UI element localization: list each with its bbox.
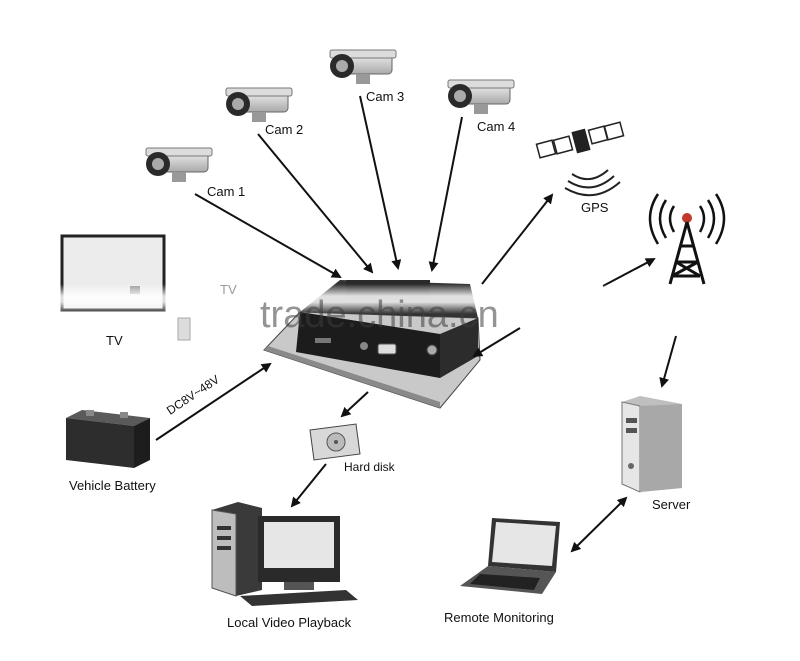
label-local-video-playback: Local Video Playback <box>227 615 352 630</box>
arrow-hard-disk-to-pc <box>290 463 327 508</box>
arrow-battery-to-dvr <box>155 362 272 441</box>
arrow-cam3-to-dvr <box>359 95 402 270</box>
camera-4-icon <box>447 79 515 114</box>
label-hard-disk: Hard disk <box>344 460 395 474</box>
arrow-dvr-to-gps <box>481 193 554 285</box>
gps-satellite-icon <box>535 121 625 197</box>
label-tv: TV <box>106 333 123 348</box>
label-cam-1: Cam 1 <box>207 184 246 199</box>
watermark-band <box>55 284 715 314</box>
camera-2-icon <box>225 87 293 122</box>
arrow-link-to-tower <box>602 258 656 287</box>
desktop-pc-icon <box>211 502 358 606</box>
arrow-tower-to-dvr <box>472 327 521 358</box>
arrow-server-laptop <box>570 496 628 553</box>
arrow-cam1-to-dvr <box>194 193 342 278</box>
label-remote-monitoring: Remote Monitoring <box>444 610 554 625</box>
arrow-dvr-to-hard-disk <box>340 391 369 418</box>
arrow-cam4-to-dvr <box>428 116 463 272</box>
label-cam-2: Cam 2 <box>265 122 304 137</box>
server-icon <box>621 396 682 493</box>
cell-tower-icon <box>648 193 726 285</box>
label-cam-3: Cam 3 <box>366 89 405 104</box>
label-cam-4: Cam 4 <box>477 119 516 134</box>
hard-disk-icon <box>309 423 361 461</box>
arrow-tower-to-server <box>659 335 677 388</box>
watermark-text: trade.china.cn <box>260 294 499 336</box>
label-gps: GPS <box>581 200 609 215</box>
label-vehicle-battery: Vehicle Battery <box>69 478 156 493</box>
arrow-cam2-to-dvr <box>257 133 374 274</box>
camera-1-icon <box>145 147 213 182</box>
label-server: Server <box>652 497 691 512</box>
camera-3-icon <box>329 49 397 84</box>
label-tv-partial: TV <box>220 282 237 297</box>
laptop-icon <box>460 518 560 594</box>
vehicle-battery-icon <box>66 410 150 468</box>
